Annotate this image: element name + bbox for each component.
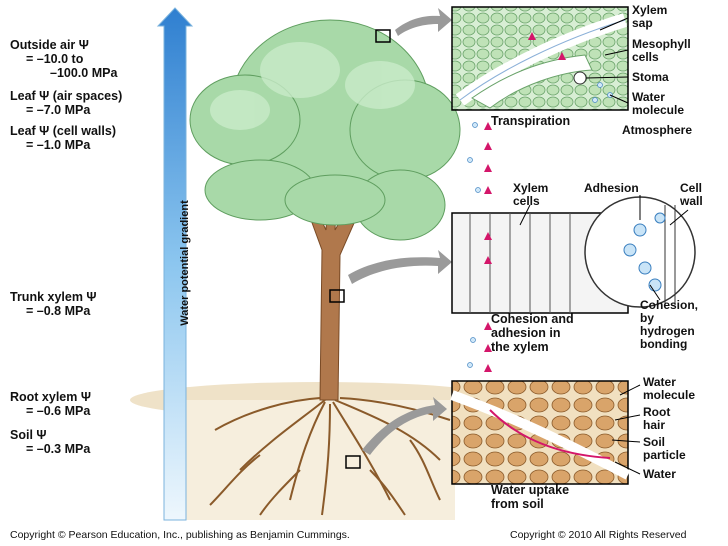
bottom-label-4: hair: [643, 418, 666, 432]
root-label: Root xylem Ψ = –0.6 MPa: [10, 390, 91, 418]
mid-label-2: cells: [513, 194, 540, 208]
water-potential-gradient-label: Water potential gradient: [168, 190, 191, 340]
mid-label-1: Xylem: [513, 181, 549, 195]
trunk-label: Trunk xylem Ψ = –0.8 MPa: [10, 290, 97, 318]
top-label-8: Atmosphere: [622, 123, 693, 137]
top-label-3: Mesophyll: [632, 37, 691, 51]
leaf-air-title: Leaf Ψ (air spaces): [10, 89, 123, 103]
water-uptake-caption-line2: from soil: [491, 497, 544, 511]
water-flow-arrows: [484, 32, 566, 372]
bottom-label-1: Water: [643, 375, 676, 389]
zoom-arrows: [348, 8, 452, 455]
root-value: = –0.6 MPa: [26, 404, 91, 418]
top-label-1: Xylem: [632, 3, 668, 17]
soil-panel: [450, 380, 631, 485]
mid-label-6: Cohesion,: [640, 298, 699, 312]
root-location-box: [345, 455, 361, 469]
trunk-value: = –0.8 MPa: [26, 304, 91, 318]
bottom-label-3: Root: [643, 405, 671, 419]
top-label-6: Water: [632, 90, 665, 104]
foliage-shading: [210, 42, 415, 130]
water-droplets: [467, 82, 613, 368]
soil-title: Soil Ψ: [10, 428, 47, 442]
mid-label-4: Cell: [680, 181, 703, 195]
outside-air-title: Outside air Ψ: [10, 38, 89, 52]
soil-value: = –0.3 MPa: [26, 442, 91, 456]
cohesion-caption-line1: Cohesion and: [491, 312, 574, 326]
footer-copyright-publisher: Copyright © Pearson Education, Inc., pub…: [10, 529, 350, 541]
bottom-label-7: Water: [643, 467, 676, 481]
water-potential-arrow: [156, 7, 194, 521]
trunk-title: Trunk xylem Ψ: [10, 290, 97, 304]
trunk-location-box: [329, 289, 345, 303]
water-uptake-caption-line1: Water uptake: [491, 483, 570, 497]
transpiration-caption: Transpiration: [491, 114, 571, 128]
gradient-label-text: Water potential gradient: [179, 200, 191, 326]
cohesion-caption-line3: the xylem: [491, 340, 549, 354]
cohesion-caption-line2: adhesion in: [491, 326, 561, 340]
top-label-2: sap: [632, 16, 653, 30]
leaf-walls-value: = –1.0 MPa: [26, 138, 91, 152]
root-title: Root xylem Ψ: [10, 390, 91, 404]
soil-label: Soil Ψ = –0.3 MPa: [10, 428, 90, 456]
outside-air-label: Outside air Ψ = –10.0 to –100.0 MPa: [10, 38, 117, 80]
leaf-air-value: = –7.0 MPa: [26, 103, 91, 117]
mid-label-5: wall: [680, 194, 703, 208]
mid-label-9: bonding: [640, 337, 688, 351]
mid-label-3: Adhesion: [584, 181, 639, 195]
top-label-7: molecule: [632, 103, 685, 117]
top-label-5: Stoma: [632, 70, 669, 84]
bottom-label-6: particle: [643, 448, 686, 462]
xylem-panel: [451, 196, 696, 314]
leaf-air-label: Leaf Ψ (air spaces) = –7.0 MPa: [10, 89, 122, 117]
leaf-walls-title: Leaf Ψ (cell walls): [10, 124, 116, 138]
leaf-location-box: [375, 29, 391, 43]
footer-copyright-rights: Copyright © 2010 All Rights Reserved: [510, 529, 687, 541]
transpiration-panel: [451, 6, 629, 111]
water-uptake-caption: Water uptake from soil: [491, 483, 569, 511]
bottom-label-5: Soil: [643, 435, 666, 449]
outside-air-value1: = –10.0 to: [26, 52, 84, 66]
leaf-walls-label: Leaf Ψ (cell walls) = –1.0 MPa: [10, 124, 116, 152]
bottom-label-2: molecule: [643, 388, 696, 402]
pointer-lines: [519, 17, 689, 475]
mid-label-7: by: [640, 311, 655, 325]
mid-label-8: hydrogen: [640, 324, 695, 338]
outside-air-value2: –100.0 MPa: [50, 66, 118, 80]
top-label-4: cells: [632, 50, 659, 64]
cohesion-caption: Cohesion and adhesion in the xylem: [491, 312, 574, 354]
